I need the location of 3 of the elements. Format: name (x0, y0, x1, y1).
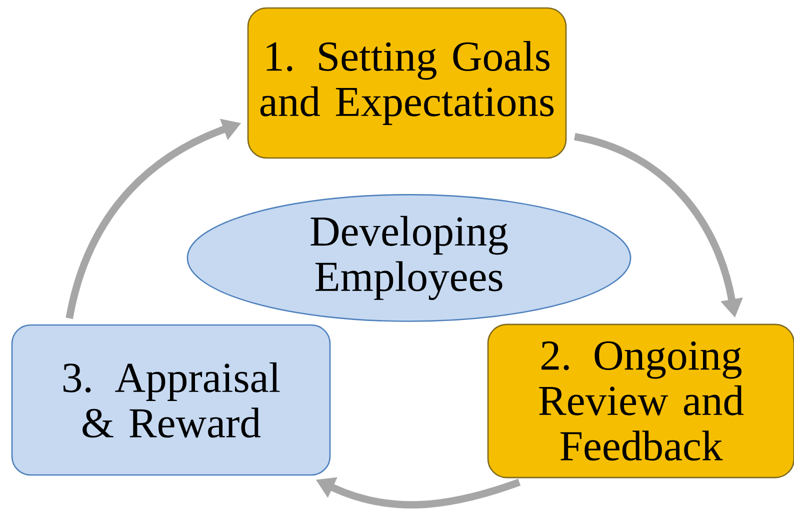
step-box: 3. Appraisal & Reward (11, 324, 331, 476)
step-box: 2. Ongoing Review and Feedback (487, 324, 794, 478)
step-box: 1. Setting Goals and Expectations (247, 7, 567, 159)
